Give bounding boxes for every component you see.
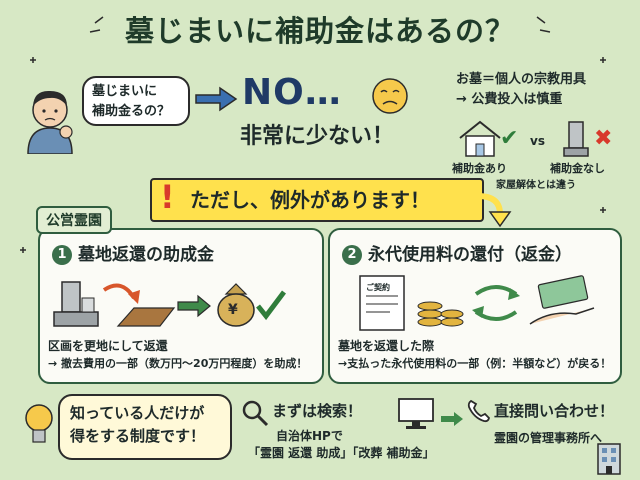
panel-2-number: 2 — [342, 245, 362, 265]
search-line-1: 自治体HPで — [276, 429, 343, 443]
panel-1-line-1: 区画を更地にして返還 — [48, 339, 168, 353]
tip-line-2: 得をする制度です！ — [70, 427, 206, 445]
refund-cycle-icon — [472, 285, 520, 321]
compare-right-label: 補助金なし — [550, 162, 605, 175]
reason-line-2: → 公費投入は慎重 — [456, 92, 563, 107]
arrow-right-icon — [195, 86, 238, 112]
arrow-right-icon — [441, 412, 463, 426]
contract-label: ご契約 — [366, 283, 390, 292]
exclamation-icon: ! — [160, 178, 175, 216]
yen-mark: ¥ — [228, 302, 238, 318]
page-title: 墓じまいに補助金はあるの？ — [124, 14, 515, 48]
grave-icon — [53, 281, 99, 327]
money-bag-icon — [217, 283, 255, 327]
magnifier-icon — [242, 400, 269, 427]
question-bubble: 墓じまいに 補助金るの？ — [82, 76, 190, 126]
question-line-1: 墓じまいに — [92, 84, 158, 99]
tip-text: 知っている人だけが 得をする制度です！ — [70, 402, 205, 448]
arrow-right-icon — [177, 294, 211, 318]
panel-2-line-1: 墓地を返還した際 — [338, 339, 435, 353]
sparkle-icon — [89, 16, 104, 33]
sad-face-icon — [372, 78, 408, 114]
panel-2-line-2: →支払った永代使用料の一部（例：半額など）が戻る！ — [338, 357, 612, 370]
check-icon — [256, 290, 286, 321]
contact-title: 直接問い合わせ！ — [494, 402, 615, 420]
gravestone-icon — [563, 121, 589, 157]
office-building-icon — [597, 443, 621, 475]
sparkle-icon — [536, 16, 551, 33]
thinking-person-icon — [27, 90, 73, 154]
panel-2-title: 2 永代使用料の還付（返金） — [342, 240, 572, 265]
sparkle-icon — [20, 247, 26, 253]
curved-arrow-icon — [102, 283, 136, 300]
panel-2-illustration — [359, 275, 595, 331]
search-line-2: 「霊園 返還 助成」「改葬 補助金」 — [248, 446, 435, 460]
sparkle-icon — [600, 207, 606, 213]
question-line-2: 補助金るの？ — [92, 104, 171, 119]
cross-icon: ✖ — [594, 126, 613, 151]
sparkle-icon — [30, 57, 36, 63]
reason-line-1: お墓＝個人の宗教用具 — [456, 72, 587, 87]
panel-1-line-2: → 撤去費用の一部（数万円〜20万円程度）を助成！ — [48, 357, 308, 370]
panel-1-description: 区画を更地にして返還 → 撤去費用の一部（数万円〜20万円程度）を助成！ — [48, 338, 307, 372]
vs-label: vs — [530, 134, 545, 148]
tip-line-1: 知っている人だけが — [70, 404, 205, 422]
vacant-lot-icon — [116, 307, 176, 327]
compare-note: 家屋解体とは違う — [496, 180, 576, 191]
answer-subtext: 非常に少ない！ — [240, 124, 395, 149]
panel-1-title: 1 墓地返還の助成金 — [52, 240, 214, 265]
computer-monitor-icon — [398, 398, 434, 429]
curved-arrow-down-icon — [477, 193, 512, 228]
contact-line: 霊園の管理事務所へ — [494, 431, 603, 445]
panel-1-title-text: 墓地返還の助成金 — [78, 245, 214, 265]
panel-2-description: 墓地を返還した際 →支払った永代使用料の一部（例：半額など）が戻る！ — [338, 338, 611, 372]
exception-banner — [150, 178, 484, 222]
compare-left-label: 補助金あり — [452, 162, 507, 175]
lightbulb-icon — [25, 404, 53, 443]
panel-2-title-text: 永代使用料の還付（返金） — [368, 245, 572, 265]
banner-text: ただし、例外があります！ — [190, 188, 430, 212]
phone-icon — [467, 399, 490, 423]
check-icon: ✔ — [500, 126, 519, 151]
tip-bubble — [58, 394, 232, 460]
panel-1-number: 1 — [52, 245, 72, 265]
coin-stack-icon — [417, 301, 464, 327]
reason-note: お墓＝個人の宗教用具 → 公費投入は慎重 — [456, 70, 586, 110]
house-icon — [459, 120, 501, 157]
sparkle-icon — [600, 57, 606, 63]
hand-cash-icon — [529, 275, 595, 325]
contract-document-icon — [359, 275, 405, 331]
search-title: まずは検索！ — [272, 402, 363, 420]
search-hint: 自治体HPで 「霊園 返還 助成」「改葬 補助金」 — [248, 428, 435, 462]
panel-1-illustration — [53, 281, 286, 327]
public-cemetery-tag: 公営霊園 — [36, 206, 112, 234]
answer-no: NO… — [242, 72, 342, 113]
